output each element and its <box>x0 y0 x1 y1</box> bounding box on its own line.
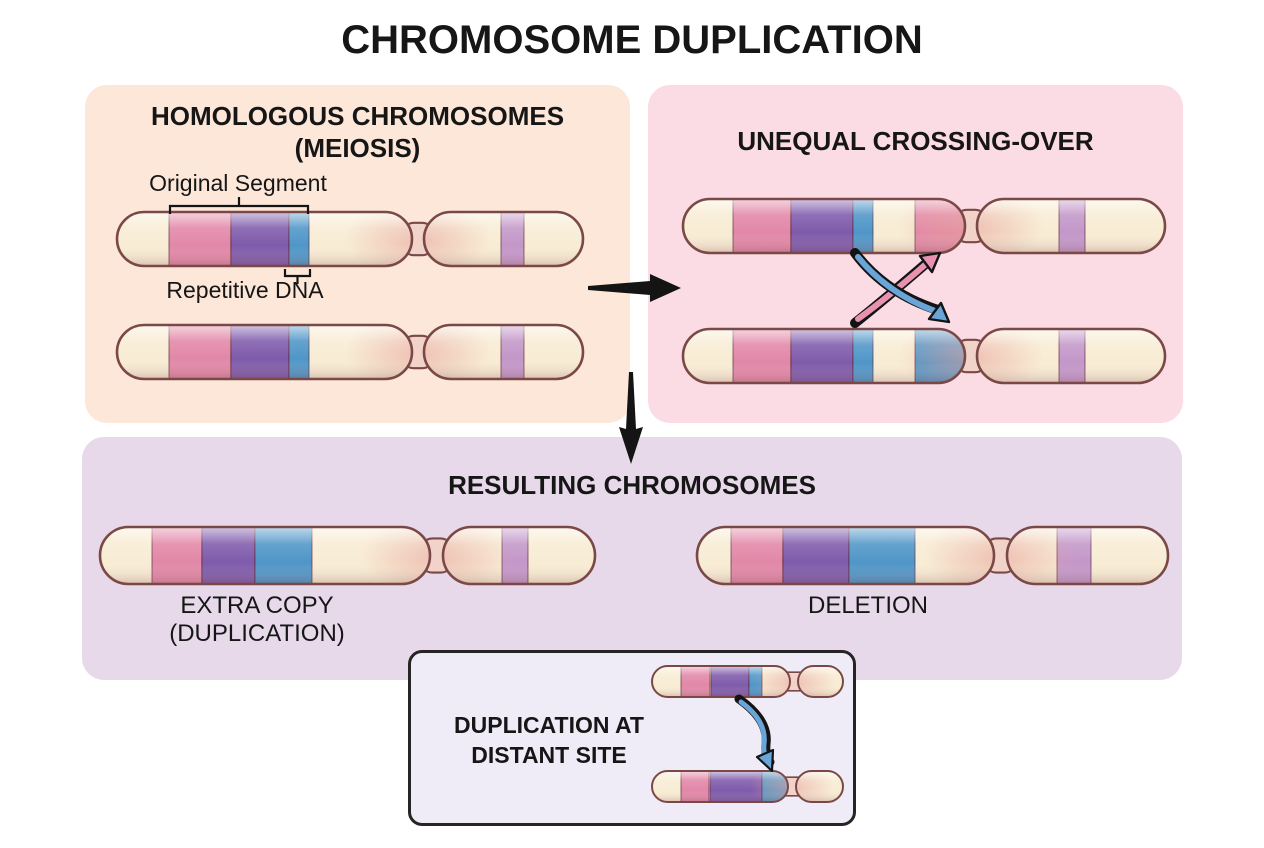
arrow-down-to-resulting <box>619 372 643 464</box>
original-segment-bracket-path <box>168 197 310 214</box>
extra-copy-label-line1: EXTRA COPY <box>180 592 334 619</box>
crossover-pink-arrow-head <box>918 251 942 274</box>
extra-copy-label: EXTRA COPY (DUPLICATION) <box>137 592 377 649</box>
crossover-pink-arrow-body <box>855 261 929 322</box>
crossover-blue-arrow-body <box>855 254 938 314</box>
arrow-down-shape <box>619 372 643 464</box>
distant-site-arrow <box>734 694 775 773</box>
homologous-heading-line1: HOMOLOGOUS CHROMOSOMES <box>150 101 565 131</box>
homologous-heading: HOMOLOGOUS CHROMOSOMES (MEIOSIS) <box>85 101 630 164</box>
distant-site-arrow-body <box>738 699 770 760</box>
original-segment-bracket <box>168 197 310 214</box>
arrow-right-to-crossing-over <box>588 274 681 302</box>
repetitive-dna-bracket <box>283 269 312 284</box>
repetitive-dna-label: Repetitive DNA <box>166 277 324 303</box>
distant-site-heading-line2: DISTANT SITE <box>471 741 627 768</box>
distant-site-arrow-head <box>755 748 775 773</box>
homologous-heading-line2: (MEIOSIS) <box>294 132 421 163</box>
distant-site-heading: DUPLICATION AT DISTANT SITE <box>429 711 669 771</box>
extra-copy-label-line2: (DUPLICATION) <box>169 620 345 648</box>
original-segment-label: Original Segment <box>149 170 327 196</box>
crossover-blue-arrow-head <box>927 301 951 324</box>
duplication-distant-site-box: DUPLICATION AT DISTANT SITE <box>408 650 856 826</box>
page-title: CHROMOSOME DUPLICATION <box>341 18 923 62</box>
deletion-label: DELETION <box>807 592 929 619</box>
resulting-heading: RESULTING CHROMOSOMES <box>448 470 816 500</box>
arrow-right-shape <box>588 274 681 302</box>
panel-homologous-chromosomes: HOMOLOGOUS CHROMOSOMES (MEIOSIS) <box>85 85 630 423</box>
distant-site-heading-line1: DUPLICATION AT <box>454 712 644 738</box>
crossing-over-heading: UNEQUAL CROSSING-OVER <box>737 126 1094 156</box>
repetitive-dna-bracket-path <box>283 269 312 284</box>
crossover-exchange-arrows <box>850 248 951 328</box>
